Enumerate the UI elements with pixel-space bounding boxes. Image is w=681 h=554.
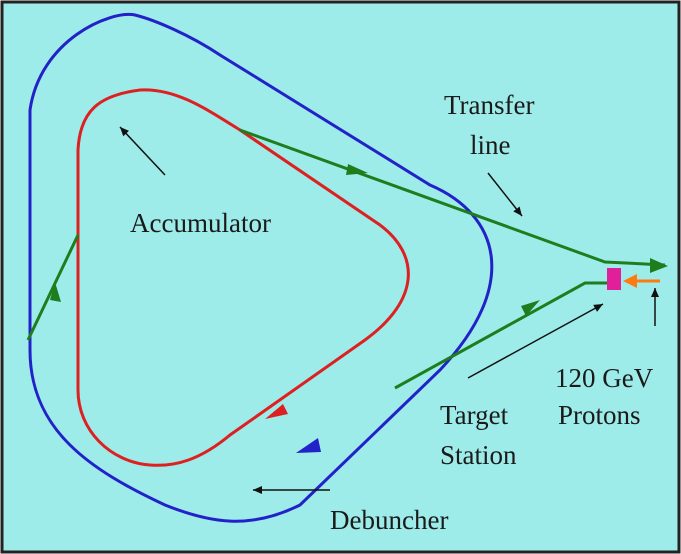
label-energy: 120 GeV: [555, 363, 654, 393]
pointer-arrows: [119, 126, 659, 494]
transfer-line: [26, 128, 666, 390]
label-transfer: Transfer: [444, 90, 535, 120]
label-protons: Protons: [558, 400, 641, 430]
label-line: line: [470, 130, 511, 160]
debuncher-ring: [28, 12, 494, 523]
target-icon: [607, 268, 621, 290]
accumulator-ring: [76, 88, 410, 467]
label-target: Target: [440, 400, 509, 430]
label-station: Station: [440, 440, 517, 470]
label-debuncher: Debuncher: [330, 505, 449, 535]
accumulator-direction-arrow: [265, 404, 288, 419]
label-accumulator: Accumulator: [130, 208, 271, 238]
transfer-line-arrows: [50, 164, 668, 316]
debuncher-direction-arrow: [296, 438, 321, 453]
proton-beam-arrowhead: [623, 274, 637, 288]
